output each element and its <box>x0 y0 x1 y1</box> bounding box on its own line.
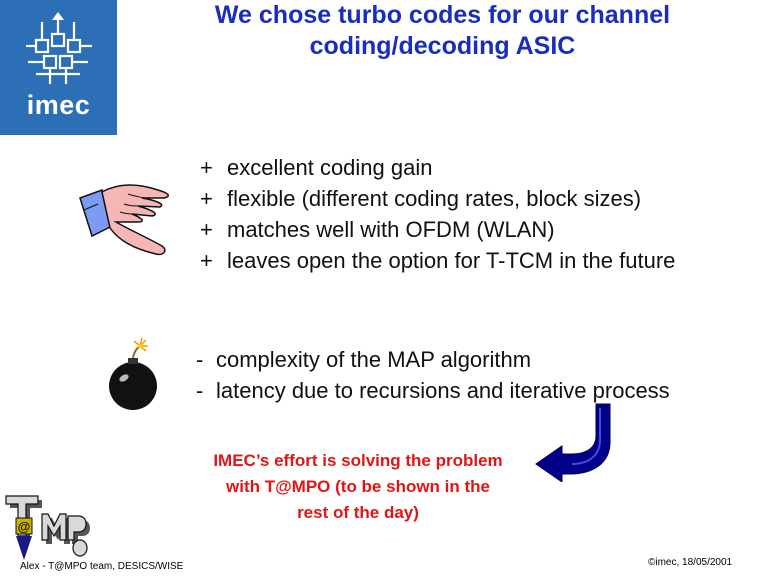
pro-text: matches well with OFDM (WLAN) <box>227 217 555 242</box>
footer-author: Alex - T@MPO team, DESICS/WISE <box>20 561 184 572</box>
con-text: latency due to recursions and iterative … <box>216 378 670 403</box>
list-item: -latency due to recursions and iterative… <box>196 375 670 406</box>
imec-logo-mark-icon <box>26 12 92 84</box>
imec-logo-text: imec <box>26 90 91 120</box>
pros-list: + excellent coding gain + flexible (differ… <box>200 152 675 276</box>
list-item: + flexible (different coding rates, block… <box>200 183 675 214</box>
pro-text: flexible (different coding rates, block … <box>227 186 642 211</box>
plus-bullet: + <box>200 155 213 180</box>
page-title-line-2: coding/decoding ASIC <box>309 32 576 60</box>
list-item: -complexity of the MAP algorithm <box>196 344 670 375</box>
page-title-line-1: We chose turbo codes for our channel <box>214 1 671 29</box>
plus-bullet: + <box>200 217 213 242</box>
page-title: We chose turbo codes for our channel cod… <box>160 0 725 62</box>
plus-bullet: + <box>200 186 213 211</box>
open-hand-icon <box>79 184 170 256</box>
bomb-icon <box>109 337 157 410</box>
minus-bullet: - <box>196 378 204 403</box>
minus-bullet: - <box>196 347 204 372</box>
effort-line-1: IMEC’s effort is solving the problem <box>213 451 503 470</box>
tmpo-logo: @ <box>5 495 90 560</box>
effort-line-3: rest of the day) <box>297 503 419 522</box>
list-item: + excellent coding gain <box>200 152 675 183</box>
list-item: + matches well with OFDM (WLAN) <box>200 214 675 245</box>
imec-logo: imec <box>0 0 117 135</box>
tmpo-at-symbol: @ <box>18 519 31 534</box>
plus-bullet: + <box>200 248 213 273</box>
list-item: + leaves open the option for T-TCM in the… <box>200 245 675 276</box>
con-text: complexity of the MAP algorithm <box>216 347 532 372</box>
cons-list: -complexity of the MAP algorithm -latenc… <box>196 344 670 406</box>
footer-copyright: ©imec, 18/05/2001 <box>648 557 733 568</box>
curved-arrow-icon <box>535 403 611 482</box>
effort-statement: IMEC’s effort is solving the problem wit… <box>168 448 548 526</box>
effort-line-2: with T@MPO (to be shown in the <box>226 477 490 496</box>
pro-text: leaves open the option for T-TCM in the … <box>227 248 676 273</box>
pro-text: excellent coding gain <box>227 155 433 180</box>
